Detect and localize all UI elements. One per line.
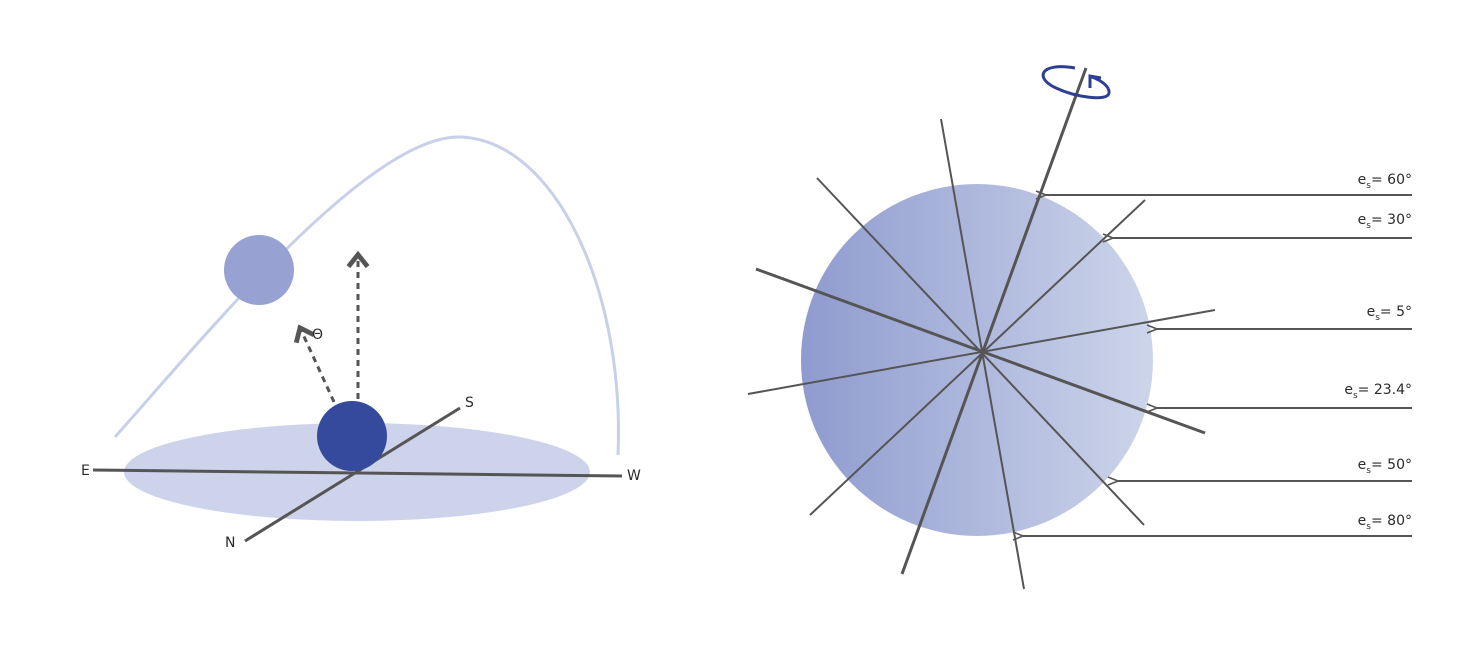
globe-diagram: es= 60° es= 30° es= 5° es= 23.4° es= 50°… bbox=[747, 65, 1412, 590]
direction-label-south: S bbox=[465, 395, 474, 411]
earth-observer-disc bbox=[317, 401, 387, 471]
incidence-label: es= 50° bbox=[1358, 457, 1412, 476]
sun-path-diagram: Θ E W N S bbox=[81, 135, 641, 551]
latitude-line bbox=[809, 199, 1146, 516]
sun-disc bbox=[224, 235, 294, 305]
incidence-label: es= 60° bbox=[1358, 172, 1412, 191]
solar-ray-dashed-arrow bbox=[293, 324, 336, 403]
rotation-arrow bbox=[1041, 65, 1111, 100]
direction-label-north: N bbox=[225, 535, 235, 551]
rotation-arrowhead bbox=[1088, 74, 1102, 88]
globe bbox=[801, 184, 1153, 536]
direction-label-west: W bbox=[627, 468, 641, 484]
incidence-label: es= 5° bbox=[1367, 304, 1412, 323]
incidence-label: es= 23.4° bbox=[1344, 382, 1412, 401]
incidence-label: es= 30° bbox=[1358, 212, 1412, 231]
rotation-axis bbox=[900, 67, 1088, 575]
north-south-axis bbox=[244, 406, 461, 543]
direction-label-east: E bbox=[81, 463, 90, 479]
sun-path-arc bbox=[113, 135, 620, 456]
theta-label: Θ bbox=[312, 327, 323, 343]
incidence-label: es= 80° bbox=[1358, 513, 1412, 532]
latitude-line bbox=[747, 309, 1216, 395]
